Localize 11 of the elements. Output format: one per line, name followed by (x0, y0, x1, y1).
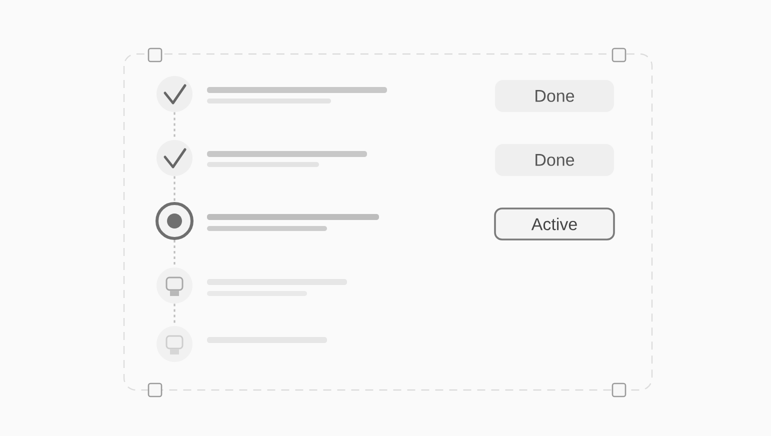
status-badge: Done (495, 80, 614, 112)
dotted-connector (174, 176, 176, 202)
step-circle (156, 268, 192, 304)
status-badge: Active (494, 208, 615, 240)
dotted-connector (174, 240, 176, 268)
step-circle (156, 76, 192, 112)
step-circle (156, 140, 192, 176)
dotted-connector (174, 112, 176, 140)
step-circle (156, 326, 192, 362)
dotted-connector (174, 304, 176, 326)
status-badge: Done (495, 144, 614, 176)
